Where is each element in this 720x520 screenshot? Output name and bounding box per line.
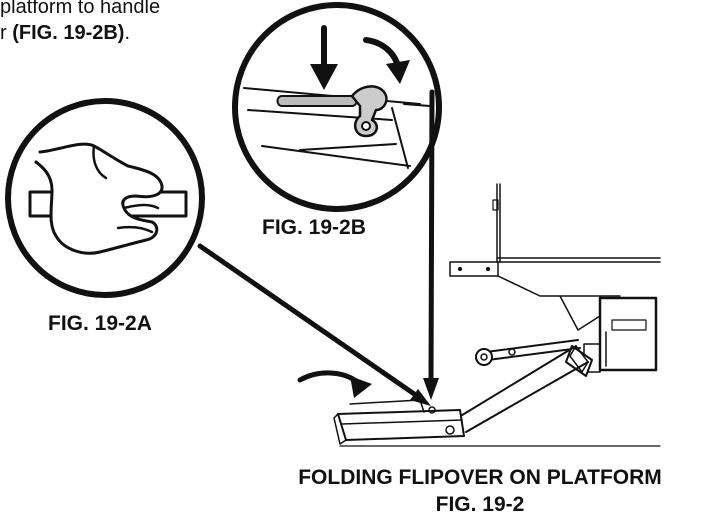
- figure-reference-2b: (FIG. 19-2B): [12, 22, 125, 44]
- platform-pivot-2: [428, 406, 436, 414]
- vehicle-body: [449, 183, 661, 373]
- figure-caption-number: FIG. 19-2: [435, 493, 525, 516]
- flipover-arrow-head: [350, 376, 372, 398]
- threshold-bolt-left: [457, 266, 463, 272]
- curved-arrow-icon: [363, 37, 401, 69]
- latch-pivot: [361, 121, 371, 131]
- threshold-bolt-right: [485, 266, 491, 272]
- threshold-plate: [449, 261, 499, 277]
- upper-arm-roller-hub: [480, 353, 488, 361]
- curved-arrow-head: [386, 60, 410, 84]
- lower-lift-arm: [453, 345, 589, 433]
- pump-box: [598, 296, 658, 372]
- intro-text-line-2: r (FIG. 19-2B).: [0, 20, 130, 46]
- latch-pin: [276, 95, 358, 107]
- lift-assembly: [297, 339, 661, 447]
- pump-box-label: [611, 319, 647, 331]
- platform-deck: [337, 409, 465, 441]
- lower-arm-end: [569, 345, 589, 373]
- platform-pivot: [445, 425, 455, 435]
- detail-circle-2b: [232, 2, 442, 212]
- hydraulic-cylinder: [565, 345, 593, 377]
- leader-lines: [197, 89, 439, 406]
- intro-text-line-2-prefix: r: [0, 22, 13, 44]
- figure-label-2b: FIG. 19-2B: [262, 216, 366, 239]
- figure-caption-title: FOLDING FLIPOVER ON PLATFORM: [298, 466, 662, 489]
- intro-text-line-2-suffix: .: [124, 22, 131, 44]
- upper-arm-roller: [475, 348, 493, 366]
- lift-mount: [559, 295, 601, 331]
- leader-line-2b: [428, 89, 435, 383]
- leader-arrowhead-2a: [410, 389, 431, 406]
- intro-text-line-1: platform to handle: [0, 0, 160, 20]
- latch-lever: [350, 85, 388, 138]
- flipover-plate: [333, 413, 347, 445]
- hand-icon: [34, 142, 164, 255]
- vehicle-floor: [497, 257, 661, 297]
- upper-arm-pivot: [508, 348, 516, 356]
- vehicle-frame-vertical: [496, 183, 501, 263]
- detail-circle-2a: [5, 98, 205, 298]
- intro-text-line-1-text: platform to handle: [0, 0, 161, 18]
- figure-label-2a: FIG. 19-2A: [48, 312, 152, 335]
- leader-line-2a: [197, 243, 423, 401]
- detail-circle-2a-ring: [5, 98, 205, 298]
- upper-lift-arm: [485, 339, 581, 361]
- platform-rails: [341, 399, 463, 425]
- vehicle-frame-bolt: [492, 199, 499, 211]
- detail-circle-2b-ring: [232, 2, 442, 212]
- hand-finger-lines: [92, 144, 160, 234]
- leader-arrowhead-2b: [423, 378, 439, 400]
- down-arrow-head: [310, 64, 338, 90]
